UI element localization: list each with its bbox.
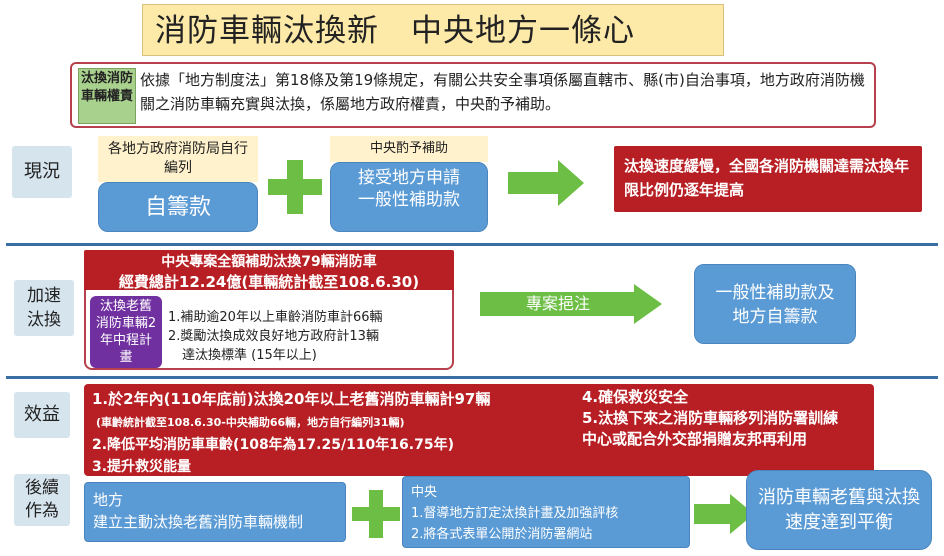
row-label-accelerate: 加速汰換 xyxy=(14,280,74,336)
benefit-item-1-note: (車齡統計截至108.6.30-中央補助66輛，地方自行編列31輛) xyxy=(96,416,405,429)
row-label-current: 現況 xyxy=(12,146,72,198)
plan-item-2-continued: 達汰換標準 (15年以上) xyxy=(182,348,317,363)
arrow-icon-current xyxy=(508,160,584,206)
central-actions-title: 中央 xyxy=(411,485,438,500)
plus-icon-current xyxy=(268,160,322,214)
divider-2 xyxy=(6,376,938,379)
central-subsidy-note: 中央酌予補助 xyxy=(330,136,488,162)
plan-item-1: 1.補助逾20年以上車齡消防車計66輛 xyxy=(168,310,383,325)
project-injection-arrow: 專案挹注 xyxy=(480,284,664,324)
central-action-1: 1.督導地方訂定汰換計畫及加強評核 xyxy=(411,506,619,521)
central-action-2: 2.將各式表單公開於消防署網站 xyxy=(411,527,593,542)
plan-item-2: 2.獎勵汰換成效良好地方政府計13輛 xyxy=(168,329,379,344)
balance-result-box: 消防車輛老舊與汰換速度達到平衡 xyxy=(746,470,932,550)
local-self-funded-note: 各地方政府消防局自行編列 xyxy=(98,136,258,182)
general-subsidy-box: 一般性補助款及地方自籌款 xyxy=(694,264,856,344)
row-label-followup: 後續作為 xyxy=(14,474,70,526)
local-mechanism-text: 建立主動汰換老舊消防車輛機制 xyxy=(93,513,304,531)
page-title: 消防車輛汰換新 中央地方一條心 xyxy=(142,4,724,56)
plan-label-box: 汰換老舊消防車輛2年中程計畫 xyxy=(90,296,162,368)
benefit-item-4: 4.確保救災安全 xyxy=(582,388,689,406)
special-project-header: 中央專案全額補助汰換79輛消防車 經費總計12.24億(車輛統計截至108.6.… xyxy=(84,250,454,294)
benefit-item-1: 1.於2年內(110年底前)汰換20年以上老舊消防車輛計97輛 xyxy=(92,390,491,408)
local-self-funded-box: 自籌款 xyxy=(98,182,258,232)
special-project-line1: 中央專案全額補助汰換79輛消防車 xyxy=(161,254,377,270)
benefit-box xyxy=(84,384,874,476)
central-actions-box: 中央 1.督導地方訂定汰換計畫及加強評核 2.將各式表單公開於消防署網站 xyxy=(402,476,690,548)
benefit-item-2: 2.降低平均消防車車齡(108年為17.25/110年16.75年) xyxy=(92,437,454,453)
project-injection-label: 專案挹注 xyxy=(525,294,590,313)
legal-basis-frame xyxy=(70,62,876,128)
row-label-benefit: 效益 xyxy=(14,392,70,438)
central-subsidy-box: 接受地方申請一般性補助款 xyxy=(330,162,488,232)
plus-icon-followup xyxy=(352,490,400,538)
benefit-item-3: 3.提升救災能量 xyxy=(92,459,192,475)
current-result-box: 汰換速度緩慢，全國各消防機關達需汰換年限比例仍逐年提高 xyxy=(614,146,922,212)
local-mechanism-box: 地方 建立主動汰換老舊消防車輛機制 xyxy=(84,482,346,542)
legal-basis-label: 汰換消防車輛權責 xyxy=(78,68,136,124)
local-mechanism-title: 地方 xyxy=(93,491,124,509)
special-project-line2: 經費總計12.24億(車輛統計截至108.6.30) xyxy=(118,273,420,291)
benefit-item-5: 5.汰換下來之消防車輛移列消防署訓練中心或配合外交部捐贈友邦再利用 xyxy=(582,409,839,448)
legal-basis-text: 依據「地方制度法」第18條及第19條規定，有關公共安全事項係屬直轄市、縣(市)自… xyxy=(140,71,865,113)
divider-1 xyxy=(6,243,938,246)
project-arrow-icon xyxy=(480,284,662,324)
arrow-icon-followup xyxy=(694,494,754,534)
